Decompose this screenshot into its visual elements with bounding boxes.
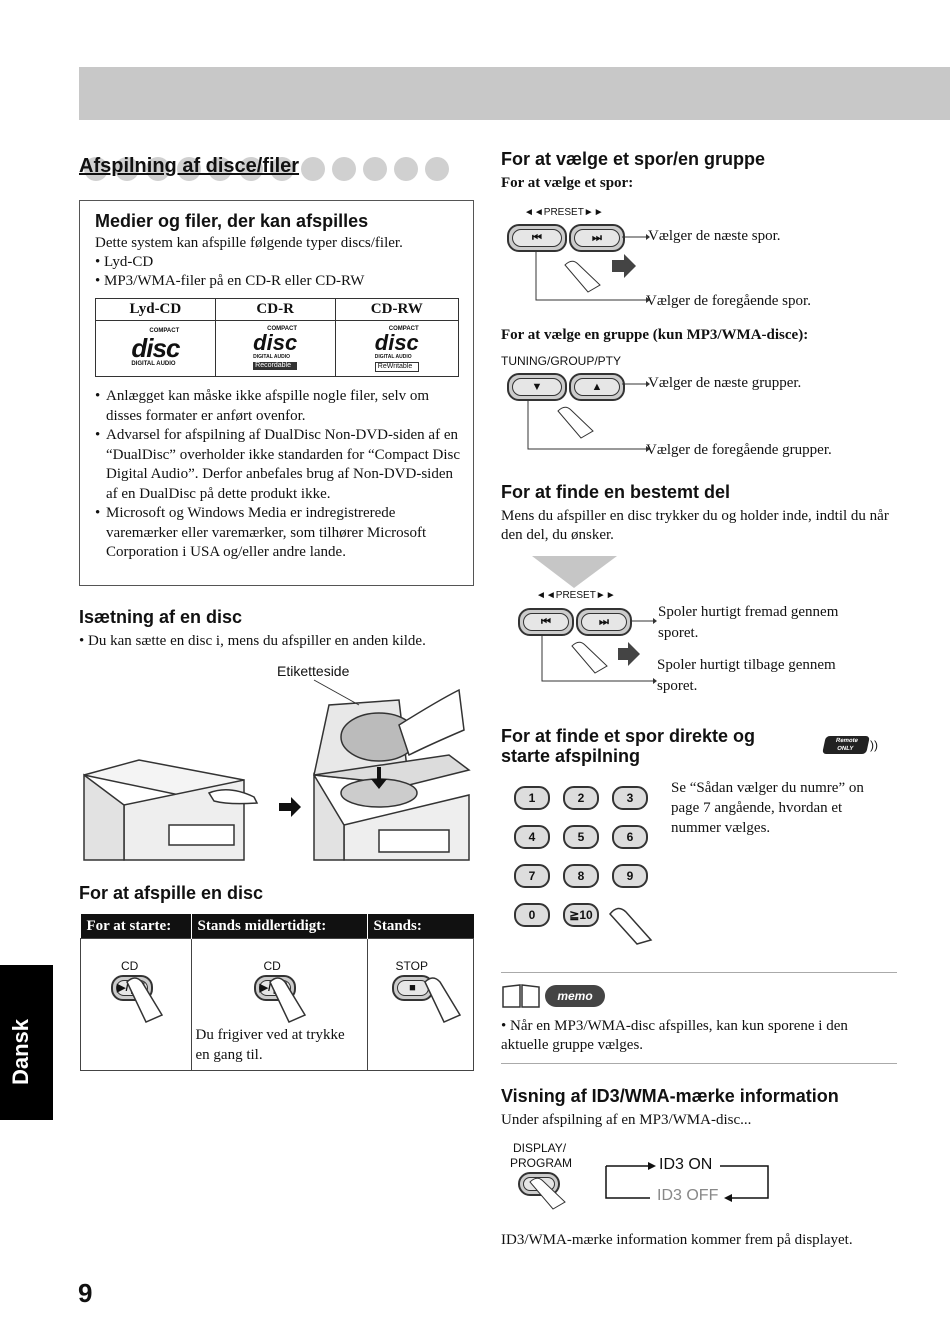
direct-title-1: For at finde et spor direkte og [501, 726, 756, 746]
direct-text: Se “Sådan vælger du numre” on page 7 ang… [671, 780, 864, 836]
play-cell-start: CD ▶/❚❚ [80, 938, 192, 1071]
play-header-start: For at starte: [80, 914, 192, 939]
remote-only-badge: Remote ONLY [822, 736, 870, 754]
note-1: •Anlægget kan måske ikke afspille nogle … [95, 388, 430, 424]
id3-on: ID3 ON [659, 1156, 713, 1173]
track-title: For at vælge et spor/en gruppe [501, 149, 766, 169]
disc-logo-cell-1: COMPACT disc DIGITAL AUDIO [95, 320, 216, 377]
key-0[interactable]: 0 [514, 903, 550, 927]
play-header-pause: Stands midlertidigt: [191, 914, 368, 939]
compact-disc-rewritable-logo: COMPACT disc DIGITAL AUDIO ReWritable [374, 325, 419, 372]
finger-icon-keypad [609, 907, 653, 945]
cd-pause-label: CD [263, 959, 281, 973]
id3-text: ID3/WMA-mærke information kommer frem på… [501, 1232, 853, 1248]
track-subtitle: For at vælge et spor: [501, 175, 634, 191]
key-8[interactable]: 8 [563, 864, 599, 888]
display-program-label-1: DISPLAY/ [513, 1141, 567, 1155]
id3-toggle-arrows [529, 1162, 769, 1210]
key-6[interactable]: 6 [612, 825, 648, 849]
id3-title: Visning af ID3/WMA-mærke information [501, 1086, 839, 1106]
next-group-text: Vælger de næste grupper. [648, 375, 802, 391]
section-title: Afspilning af disce/filer [79, 155, 300, 177]
key-5[interactable]: 5 [563, 825, 599, 849]
id3-off: ID3 OFF [657, 1187, 719, 1204]
page-number: 9 [78, 1278, 93, 1308]
key-9[interactable]: 9 [612, 864, 648, 888]
format-header-cd-r: CD-R [214, 298, 336, 321]
media-box-title: Medier og filer, der kan afspilles [95, 211, 369, 231]
fast-forward-text: Spoler hurtigt fremad gennem sporet. [658, 604, 839, 641]
key-4[interactable]: 4 [514, 825, 550, 849]
format-header-cd-rw: CD-RW [334, 298, 460, 321]
find-arrows [541, 618, 657, 684]
stop-button[interactable]: ■ [391, 975, 434, 1001]
disc-logo-cell-3: COMPACT disc DIGITAL AUDIO ReWritable [334, 320, 460, 377]
header-band [79, 67, 950, 120]
disc-logo-cell-2: COMPACT disc DIGITAL AUDIO Recordable [214, 320, 336, 377]
title-dots [84, 157, 456, 186]
insert-title: Isætning af en disc [79, 607, 243, 627]
next-track-text: Vælger de næste spor. [648, 228, 781, 244]
insert-disc-illustration [83, 679, 471, 861]
memo-divider-bottom [501, 1063, 897, 1064]
note-2: •Advarsel for afspilning af DualDisc Non… [95, 427, 461, 502]
tuning-label: TUNING/GROUP/PTY [501, 354, 622, 368]
play-title: For at afspille en disc [79, 883, 264, 903]
label-side-caption: Etiketteside [277, 663, 350, 679]
compact-disc-recordable-logo: COMPACT disc DIGITAL AUDIO Recordable [253, 326, 298, 370]
media-box-intro: Dette system kan afspille følgende typer… [95, 235, 403, 251]
remote-signal-icon: )) [870, 738, 878, 752]
book-icon [502, 984, 540, 1008]
cd-play-label: CD [121, 959, 139, 973]
language-tab: Dansk [0, 965, 53, 1120]
display-program-label-2: PROGRAM [510, 1156, 573, 1170]
finger-icons-play [126, 977, 462, 1023]
id3-intro: Under afspilning af en MP3/WMA-disc... [501, 1112, 752, 1128]
memo-badge: memo [545, 985, 605, 1007]
key-10-plus[interactable]: ≧10 [563, 903, 599, 927]
insert-text: • Du kan sætte en disc i, mens du afspil… [79, 633, 426, 649]
find-title: For at finde en bestemt del [501, 482, 731, 502]
play-header-stop: Stands: [367, 914, 474, 939]
fast-rewind-text: Spoler hurtigt tilbage gennem sporet. [657, 657, 836, 694]
stop-label: STOP [395, 959, 428, 973]
remote-only-label: Remote ONLY [835, 738, 859, 752]
key-2[interactable]: 2 [563, 786, 599, 810]
preset-next-button[interactable]: ⏭ [569, 224, 625, 252]
fast-forward-button[interactable]: ⏭ [576, 608, 632, 636]
prev-group-text: Vælger de foregående grupper. [646, 442, 832, 458]
language-tab-label: Dansk [8, 1018, 33, 1085]
key-1[interactable]: 1 [514, 786, 550, 810]
media-bullet-1: • Lyd-CD [95, 254, 154, 270]
pause-note: Du frigiver ved at trykke en gang til. [195, 1027, 345, 1063]
compact-disc-logo: COMPACT disc DIGITAL AUDIO [131, 328, 180, 367]
key-7[interactable]: 7 [514, 864, 550, 888]
key-3[interactable]: 3 [612, 786, 648, 810]
memo-divider-top [501, 972, 897, 973]
play-table: For at starte: Stands midlertidigt: Stan… [80, 914, 474, 1071]
play-cell-stop: STOP ■ [366, 938, 474, 1071]
preset-label-2: ◄◄PRESET►► [536, 590, 616, 601]
direct-title-2: starte afspilning [501, 746, 641, 766]
fast-rewind-button[interactable]: ⏮ [518, 608, 574, 636]
group-down-button[interactable]: ▼ [507, 373, 567, 401]
format-table: Lyd-CD CD-R CD-RW COMPACT disc DIGITAL A… [95, 298, 460, 377]
find-text: Mens du afspiller en disc trykker du og … [501, 508, 889, 543]
media-notes: •Anlægget kan måske ikke afspille nogle … [95, 387, 465, 563]
preset-label-1: ◄◄PRESET►► [524, 207, 604, 218]
format-header-lyd-cd: Lyd-CD [95, 298, 216, 321]
group-up-button[interactable]: ▲ [569, 373, 625, 401]
group-subtitle: For at vælge en gruppe (kun MP3/WMA-disc… [501, 327, 809, 343]
note-3: •Microsoft og Windows Media er indregist… [95, 505, 427, 560]
prev-track-text: Vælger de foregående spor. [646, 293, 811, 309]
group-arrows [527, 381, 650, 452]
track-arrows [535, 234, 650, 303]
memo-text: • Når en MP3/WMA-disc afspilles, kan kun… [501, 1018, 848, 1053]
preset-prev-button[interactable]: ⏮ [507, 224, 567, 252]
hold-arrow-icon [532, 556, 617, 588]
play-cell-pause: CD ▶/❚❚ Du frigiver ved at trykke en gan… [190, 938, 368, 1071]
media-box: Medier og filer, der kan afspilles Dette… [79, 200, 474, 586]
media-bullet-2: • MP3/WMA-filer på en CD-R eller CD-RW [95, 273, 365, 289]
